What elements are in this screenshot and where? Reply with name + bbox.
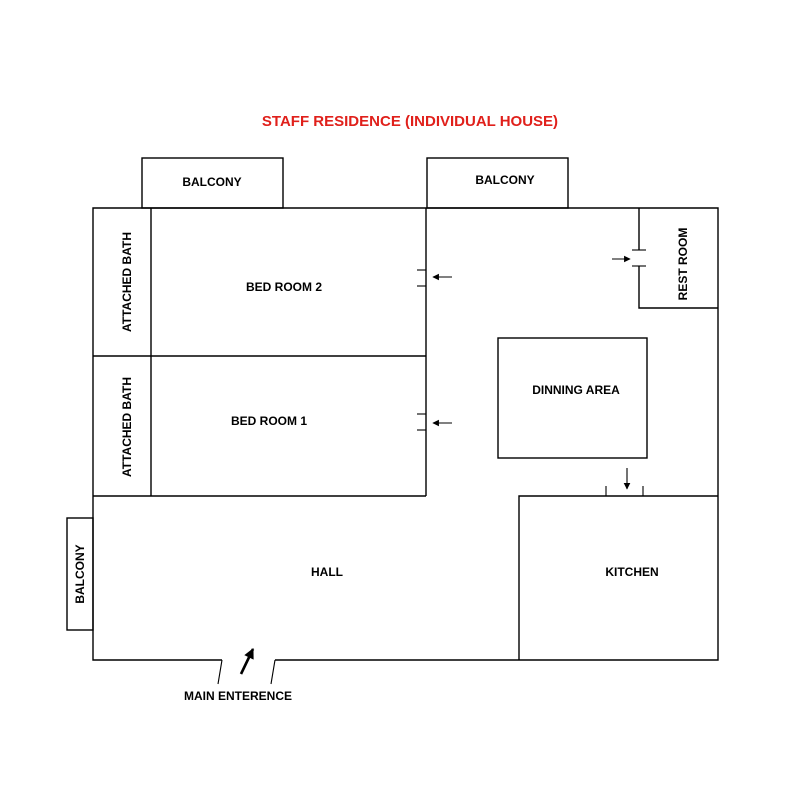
outer-wall [92, 207, 719, 661]
attached-bath-lower-label: ATTACHED BATH [120, 377, 134, 477]
kitchen-walls [518, 495, 718, 660]
balcony-top-left-label: BALCONY [182, 175, 241, 189]
bed-room-2-label: BED ROOM 2 [246, 280, 322, 294]
rest-room-walls [638, 208, 718, 309]
balcony-left-label: BALCONY [73, 544, 87, 603]
kitchen-label: KITCHEN [605, 565, 658, 579]
bed-room-2-door [417, 269, 452, 287]
main-entrance-door [217, 648, 276, 685]
bed-room-1-label: BED ROOM 1 [231, 414, 307, 428]
hall-label: HALL [311, 565, 343, 579]
attached-bath-upper-label: ATTACHED BATH [120, 232, 134, 332]
page-title: STAFF RESIDENCE (INDIVIDUAL HOUSE) [262, 113, 558, 130]
rest-room-door [612, 249, 646, 267]
bed-room-1-door [417, 413, 452, 431]
kitchen-door [605, 468, 644, 496]
balcony-left [66, 517, 94, 631]
main-entrance-label: MAIN ENTERENCE [184, 689, 292, 703]
balcony-top-right-label: BALCONY [475, 173, 534, 187]
rest-room-label: REST ROOM [676, 228, 690, 301]
dining-area-label: DINNING AREA [532, 383, 620, 397]
dining-area [497, 337, 648, 459]
